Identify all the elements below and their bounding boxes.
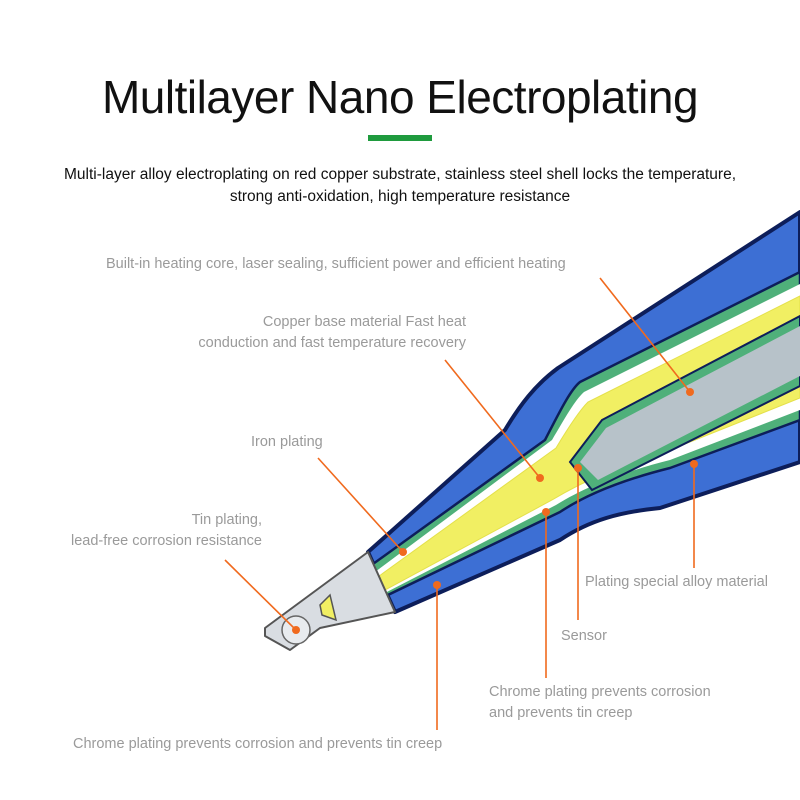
pointer-iron-plating <box>317 457 404 553</box>
pointer-dots <box>292 388 698 634</box>
subtitle-line-1: Multi-layer alloy electroplating on red … <box>64 166 736 183</box>
label-heating-core: Built-in heating core, laser sealing, su… <box>106 256 566 272</box>
page-title: Multilayer Nano Electroplating <box>101 71 699 123</box>
pointer-heating-core <box>599 277 691 393</box>
heating-core <box>580 326 800 480</box>
label-special-alloy: Plating special alloy material <box>585 574 768 590</box>
pointer-lines <box>224 277 695 730</box>
dot-chrome-bottom <box>433 581 441 589</box>
dot-chrome-right <box>542 508 550 516</box>
tip-inner <box>319 593 338 622</box>
page-subtitle: Multi-layer alloy electroplating on red … <box>20 164 780 208</box>
label-copper-base: Copper base material Fast heat conductio… <box>160 312 466 354</box>
subtitle-line-2: strong anti-oxidation, high temperature … <box>229 188 571 205</box>
dot-heating-core <box>686 388 694 396</box>
label-tin-plating-line-1: Tin plating, <box>191 512 262 528</box>
label-sensor: Sensor <box>561 628 607 644</box>
title-accent-bar <box>368 135 432 141</box>
dot-copper-base <box>536 474 544 482</box>
label-chrome-right-line-1: Chrome plating prevents corrosion <box>489 684 711 700</box>
dot-sensor <box>574 464 582 472</box>
dot-special-alloy <box>690 460 698 468</box>
dot-iron-plating <box>399 548 407 556</box>
label-chrome-bottom: Chrome plating prevents corrosion and pr… <box>73 736 443 752</box>
dot-tin-plating <box>292 626 300 634</box>
pointer-tin-plating <box>224 559 297 631</box>
label-tin-plating-line-2: lead-free corrosion resistance <box>70 533 262 549</box>
label-iron-plating: Iron plating <box>251 434 323 450</box>
label-copper-base-line-2: conduction and fast temperature recovery <box>198 335 466 351</box>
label-copper-base-line-1: Copper base material Fast heat <box>262 314 466 330</box>
pointer-copper-base <box>444 359 541 479</box>
label-chrome-right-line-2: and prevents tin creep <box>489 705 633 721</box>
label-chrome-right: Chrome plating prevents corrosion and pr… <box>489 682 711 724</box>
label-tin-plating: Tin plating, lead-free corrosion resista… <box>40 510 262 552</box>
